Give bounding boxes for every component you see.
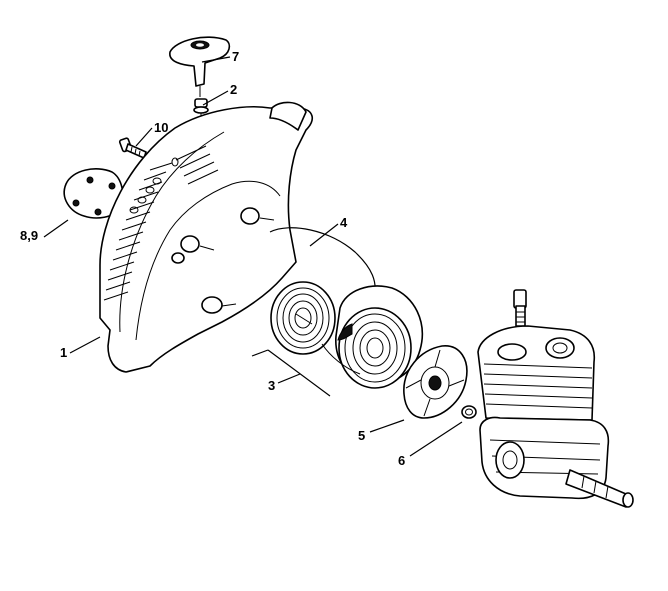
starter-grip-part [169,36,231,97]
callout-labels: 7 2 10 8,9 4 1 3 5 6 [20,49,405,468]
rewind-spring-part [270,281,336,355]
callout-8-9: 8,9 [20,228,38,243]
callout-4: 4 [340,215,348,230]
engine-part [477,289,634,508]
callout-2: 2 [230,82,237,97]
starter-rope-part [269,227,376,299]
fan-housing-part [99,101,313,373]
leader-lines [43,56,463,457]
spring-clip-part [461,405,477,419]
callout-7: 7 [232,49,239,64]
callout-10: 10 [154,120,168,135]
screw-part [118,137,147,159]
callout-5: 5 [358,428,365,443]
pawl-carrier-part [403,345,468,419]
rope-rotor-part [321,285,424,389]
callout-6: 6 [398,453,405,468]
callout-1: 1 [60,345,67,360]
callout-3: 3 [268,378,275,393]
